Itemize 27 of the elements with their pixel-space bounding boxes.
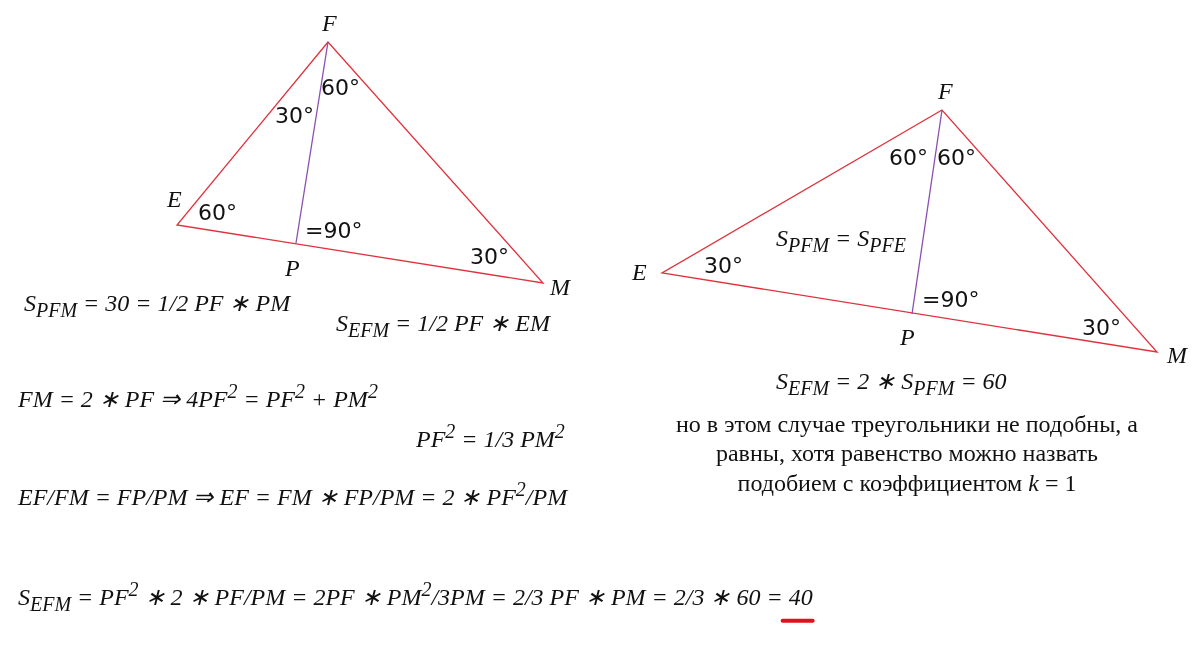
vertex-label: M <box>1167 342 1187 369</box>
equation: S$_{PFM}$ = 30 = 1/2 PF ∗ PM <box>24 290 291 321</box>
angle-label: 30° <box>275 104 314 129</box>
angle-label: 30° <box>470 245 509 270</box>
angle-label: 60° <box>889 146 928 171</box>
angle-label: =90° <box>922 288 980 313</box>
equation: S$_{EFM}$ = 2 ∗ S$_{PFM}$ = 60 <box>776 368 1007 399</box>
vertex-label: P <box>900 324 915 351</box>
equation: S$_{EFM}$ = PF$^{2}$ ∗ 2 ∗ PF/PM = 2PF ∗ PM$^{2}$/3PM = 2/3 PF ∗ PM = 2/3 ∗ 60 = 40 <box>18 578 813 615</box>
equation: S$_{PFM}$ = S$_{PFE}$ <box>776 225 906 256</box>
equation: S$_{EFM}$ = 1/2 PF ∗ EM <box>336 310 550 341</box>
angle-label: 60° <box>198 201 237 226</box>
angle-label: 60° <box>937 146 976 171</box>
angle-label: 30° <box>1082 316 1121 341</box>
note: но в этом случае треугольники не подобны, а равны, хотя равенство можно назвать подобием с коэффициентом k = 1 <box>675 410 1139 498</box>
angle-label: 30° <box>704 254 743 279</box>
angle-label: 60° <box>321 76 360 101</box>
vertex-label: P <box>285 255 300 282</box>
vertex-label: F <box>322 10 337 37</box>
equation: FM = 2 ∗ PF ⇒ 4PF$^{2}$ = PF$^{2}$ + PM$^{2}$ <box>18 380 378 413</box>
vertex-label: F <box>938 78 953 105</box>
vertex-label: E <box>632 259 647 286</box>
vertex-label: M <box>550 274 570 301</box>
angle-label: =90° <box>305 219 363 244</box>
equation: EF/FM = FP/PM ⇒ EF = FM ∗ FP/PM = 2 ∗ PF$^{2}$/PM <box>18 478 568 511</box>
equation: PF$^{2}$ = 1/3 PM$^{2}$ <box>416 420 565 453</box>
vertex-label: E <box>167 186 182 213</box>
